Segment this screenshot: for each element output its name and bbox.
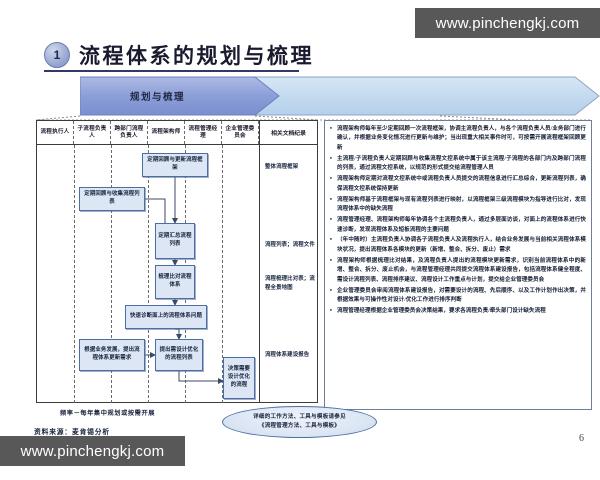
bullet-dot-icon: • bbox=[329, 287, 333, 294]
bullet-text: （年中随时）主流程负责人协调各子流程负责人及流程执行人，结合业务发展与当前相关流… bbox=[337, 237, 586, 253]
swimlane-header-architect: 流程架构师 bbox=[148, 121, 185, 144]
bullet-dot-icon: • bbox=[329, 237, 333, 244]
process-box-optimize-list[interactable]: 提出需设计优化的流程列表 bbox=[155, 339, 203, 371]
bullet-dot-icon: • bbox=[329, 257, 333, 264]
frequency-note: 频率－每年集中规划或按需开展 bbox=[60, 410, 156, 417]
watermark-top: www.pinchengkj.com bbox=[415, 8, 600, 38]
title-underline bbox=[44, 70, 299, 72]
list-item: • 企业管理委员会审阅流程体系建设报告，对需要设计的流程、先后顺序、以及工作计划… bbox=[328, 287, 586, 306]
bullet-dot-icon: • bbox=[329, 308, 333, 315]
callout-line-2: 《流程管理方法、工具与模板》 bbox=[258, 423, 341, 429]
doc-note-build-report: 流程体系建设报告 bbox=[265, 352, 310, 358]
process-box-update-demand[interactable]: 根据业务发展，提出流程体系更新需求 bbox=[79, 339, 145, 371]
bullet-text: 主流程/子流程负责人定期回顾与收集流程文控系统中属于该主流程/子流程的各部门内及… bbox=[337, 155, 586, 172]
bullet-text: 流程架构师定期对流程文控系统中或流程负责人员提交的流程信息进行汇总综合，更新流程… bbox=[337, 176, 586, 192]
list-item: • 流程架构师根据梳理比对结果，及流程负责人提出的流程模块更新需求，识别当前流程… bbox=[328, 257, 586, 285]
phase-banner-arrow bbox=[80, 76, 600, 116]
document-column-divider bbox=[259, 145, 260, 403]
list-item: • 流程管理经理、流程架构师每年协调各个主流程负责人，通过多层面访谈，对面上的流… bbox=[328, 216, 586, 235]
bullet-dot-icon: • bbox=[329, 126, 333, 132]
process-box-summarize-list[interactable]: 定期汇总流程列表 bbox=[155, 223, 195, 259]
bullet-text: 流程架构师每年至少定期回顾一次流程框架，协调主流程负责人，与各个流程负责人员/业… bbox=[337, 126, 586, 151]
doc-note-overall-framework: 整体流程框架 bbox=[265, 164, 299, 170]
swimlane-header-executor: 流程执行人 bbox=[37, 121, 74, 144]
bullet-text: 流程架构师根据梳理比对结果，及流程负责人提出的流程模块更新需求，识别当前流程体系… bbox=[337, 257, 586, 283]
watermark-bottom: www.pinchengkj.com bbox=[0, 436, 185, 466]
list-item: • 流程架构师定期对流程文控系统中或流程负责人员提交的流程信息进行汇总综合，更新… bbox=[328, 175, 586, 194]
banner-label: 规划与梳理 bbox=[130, 93, 186, 103]
page-title: 流程体系的规划与梳理 bbox=[79, 44, 314, 68]
list-item: • （年中随时）主流程负责人协调各子流程负责人及流程执行人，结合业务发展与当前相… bbox=[328, 236, 586, 255]
process-box-review-framework[interactable]: 定期回顾与更新流程框架 bbox=[142, 153, 208, 177]
flow-arrows bbox=[145, 177, 224, 384]
swimlane-body: 定期回顾与更新流程框架 定期回顾与收集流程列表 定期汇总流程列表 梳理比对流程体… bbox=[37, 145, 317, 403]
bullet-dot-icon: • bbox=[329, 155, 333, 162]
bullet-text: 流程管理经理根据企业管理委员会决策结果，要求各流程负责/牵头部门设计缺失流程 bbox=[337, 308, 546, 315]
bullet-text: 流程架构师基于流程框架与现有流程列表进行映射，以流程框架三级流程模块为指导进行比… bbox=[337, 196, 586, 213]
doc-note-compare-table: 流程梳理比对表；流程全景地图 bbox=[265, 276, 315, 291]
lane-divider-2 bbox=[111, 145, 112, 403]
callout-oval-shape bbox=[222, 406, 377, 438]
bullet-dot-icon: • bbox=[329, 176, 333, 183]
swimlane-header-crossdept: 跨部门流程负责人 bbox=[111, 121, 148, 144]
callout-text-wrap: 详细的工作方法、工具与模板请参见 《流程管理方法、工具与模板》 bbox=[222, 406, 377, 438]
swimlane-header-manager: 流程管理经理 bbox=[185, 121, 222, 144]
lane-divider-3 bbox=[148, 145, 149, 403]
swimlane-header-subowner: 子流程负责人 bbox=[74, 121, 111, 144]
step-number-badge: 1 bbox=[44, 42, 70, 68]
process-box-review-list[interactable]: 定期回顾与收集流程列表 bbox=[79, 187, 145, 211]
process-box-quick-diagnose[interactable]: 快速诊断面上的流程体系问题 bbox=[125, 305, 207, 329]
process-box-compare-system[interactable]: 梳理比对流程体系 bbox=[155, 265, 195, 299]
swimlane-diagram: 流程执行人 子流程负责人 跨部门流程负责人 流程架构师 流程管理经理 企业管理委… bbox=[36, 120, 318, 403]
bullet-dot-icon: • bbox=[329, 196, 333, 203]
description-panel: • 流程架构师每年至少定期回顾一次流程框架，协调主流程负责人，与各个流程负责人员… bbox=[324, 120, 592, 410]
reference-callout: 详细的工作方法、工具与模板请参见 《流程管理方法、工具与模板》 bbox=[222, 406, 377, 438]
source-note: 资料来源：麦肯锡分析 bbox=[34, 429, 110, 436]
list-item: • 流程架构师每年至少定期回顾一次流程框架，协调主流程负责人，与各个流程负责人员… bbox=[328, 125, 586, 153]
bullet-dot-icon: • bbox=[329, 217, 333, 224]
lane-divider-5 bbox=[222, 145, 223, 403]
lane-divider-1 bbox=[74, 145, 75, 403]
list-item: • 流程管理经理根据企业管理委员会决策结果，要求各流程负责/牵头部门设计缺失流程 bbox=[328, 307, 586, 317]
list-item: • 流程架构师基于流程框架与现有流程列表进行映射，以流程框架三级流程模块为指导进… bbox=[328, 196, 586, 215]
page-header: 1 流程体系的规划与梳理 bbox=[44, 40, 314, 70]
swimlane-header-documents: 相关文档纪录 bbox=[259, 121, 317, 144]
page-number: 6 bbox=[579, 433, 584, 444]
callout-line-1: 详细的工作方法、工具与模板请参见 bbox=[253, 413, 346, 420]
swimlane-header-row: 流程执行人 子流程负责人 跨部门流程负责人 流程架构师 流程管理经理 企业管理委… bbox=[37, 121, 317, 145]
doc-note-process-list: 流程列表；流程文件 bbox=[265, 242, 315, 248]
swimlane-header-committee: 企业管理委员会 bbox=[222, 121, 259, 144]
bullet-text: 企业管理委员会审阅流程体系建设报告，对需要设计的流程、先后顺序、以及工作计划作出… bbox=[337, 287, 586, 304]
bullet-text: 流程管理经理、流程架构师每年协调各个主流程负责人，通过多层面访谈，对面上的流程体… bbox=[337, 217, 586, 233]
list-item: • 主流程/子流程负责人定期回顾与收集流程文控系统中属于该主流程/子流程的各部门… bbox=[328, 155, 586, 174]
process-box-decide-optimize[interactable]: 决策需要设计优化的流程 bbox=[223, 357, 255, 399]
